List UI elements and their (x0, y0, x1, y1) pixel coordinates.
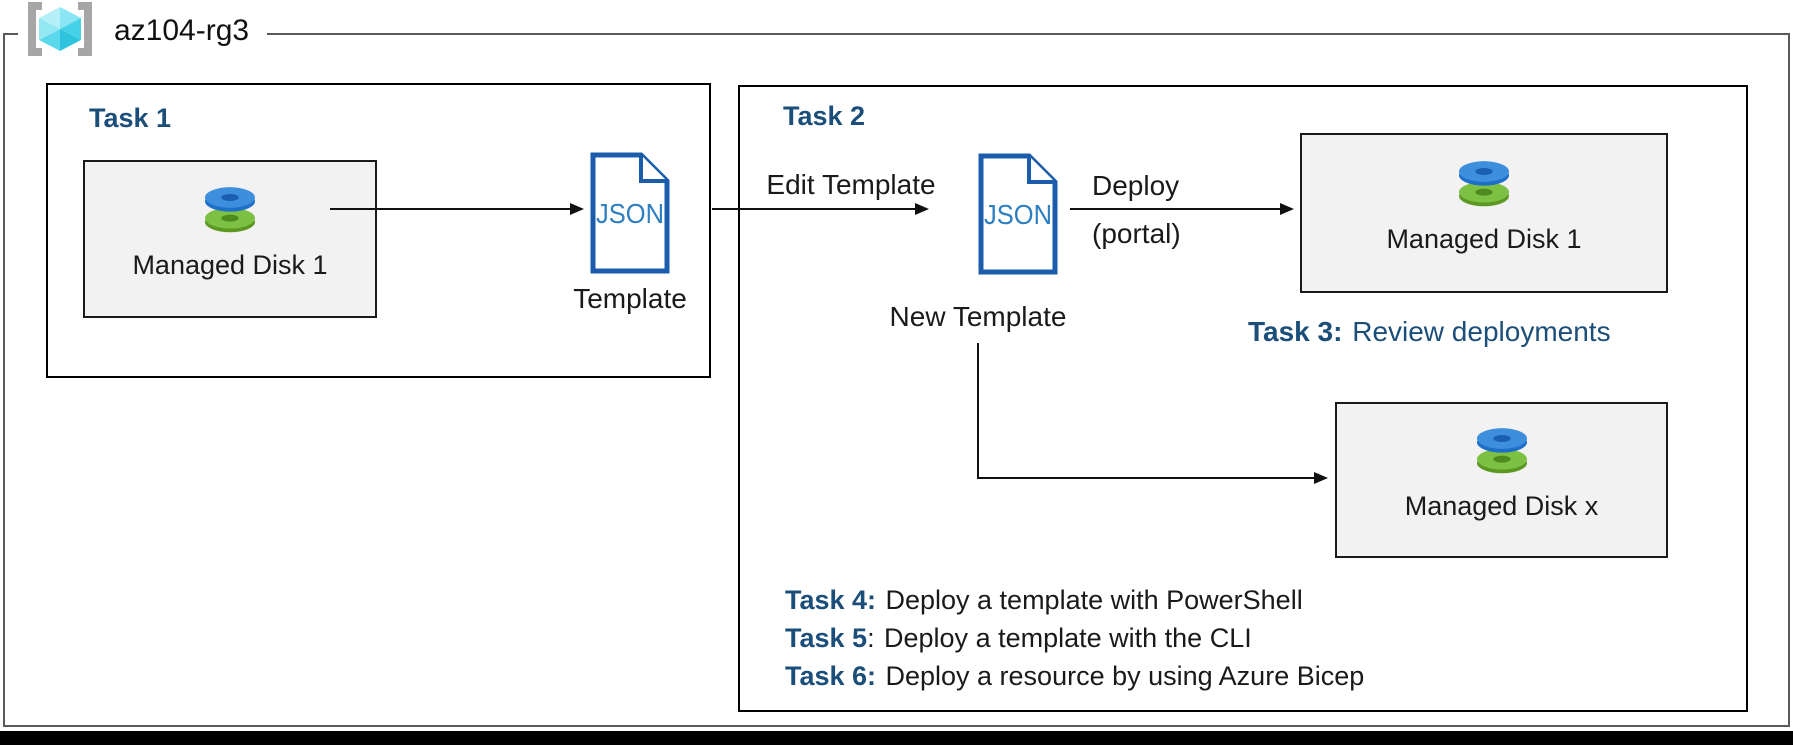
task3-label: Task 3: (1248, 316, 1343, 347)
portal-label: (portal) (1092, 218, 1181, 249)
managed-disk-1-source-box: Managed Disk 1 (83, 160, 377, 318)
task4-label: Task 4: (785, 585, 877, 615)
json-file-icon: JSON (978, 153, 1058, 280)
task5-text: Deploy a template with the CLI (884, 623, 1252, 653)
task1-title: Task 1 (89, 103, 172, 133)
resource-group-icon (22, 0, 98, 63)
task5-line: Task 5: Deploy a template with the CLI (785, 623, 1252, 654)
managed-disk-label: Managed Disk 1 (132, 250, 328, 280)
managed-disk-1-deployed-box: Managed Disk 1 (1300, 133, 1668, 293)
deploy-label: Deploy (1092, 170, 1180, 201)
task6-text: Deploy a resource by using Azure Bicep (885, 661, 1365, 691)
task3-text: Review deployments (1352, 316, 1611, 347)
managed-disk-label: Managed Disk x (1404, 491, 1599, 521)
task6-line: Task 6: Deploy a resource by using Azure … (785, 661, 1364, 692)
task4-line: Task 4: Deploy a template with PowerShell (785, 585, 1303, 616)
task5-colon: : (867, 623, 875, 653)
managed-disk-icon (199, 185, 261, 240)
new-template-label: New Template (889, 301, 1067, 332)
template-label: Template (573, 283, 687, 314)
managed-disk-icon (1453, 159, 1515, 214)
task4-text: Deploy a template with PowerShell (885, 585, 1303, 615)
task3-line: Task 3: Review deployments (1248, 316, 1611, 348)
json-icon-text: JSON (984, 199, 1052, 230)
managed-disk-x-box: Managed Disk x (1335, 402, 1668, 558)
task6-label: Task 6: (785, 661, 877, 691)
edit-template-label: Edit Template (766, 169, 936, 200)
json-file-icon: JSON (586, 152, 674, 279)
managed-disk-label: Managed Disk 1 (1386, 224, 1582, 254)
bottom-bar (0, 731, 1793, 745)
resource-group-header: az104-rg3 (18, 0, 268, 63)
managed-disk-icon (1471, 426, 1533, 481)
resource-group-label: az104-rg3 (114, 14, 250, 47)
task2-title: Task 2 (783, 101, 866, 131)
resource-group-boundary (3, 33, 1790, 727)
json-icon-text: JSON (596, 198, 664, 229)
task5-label: Task 5 (785, 623, 868, 653)
